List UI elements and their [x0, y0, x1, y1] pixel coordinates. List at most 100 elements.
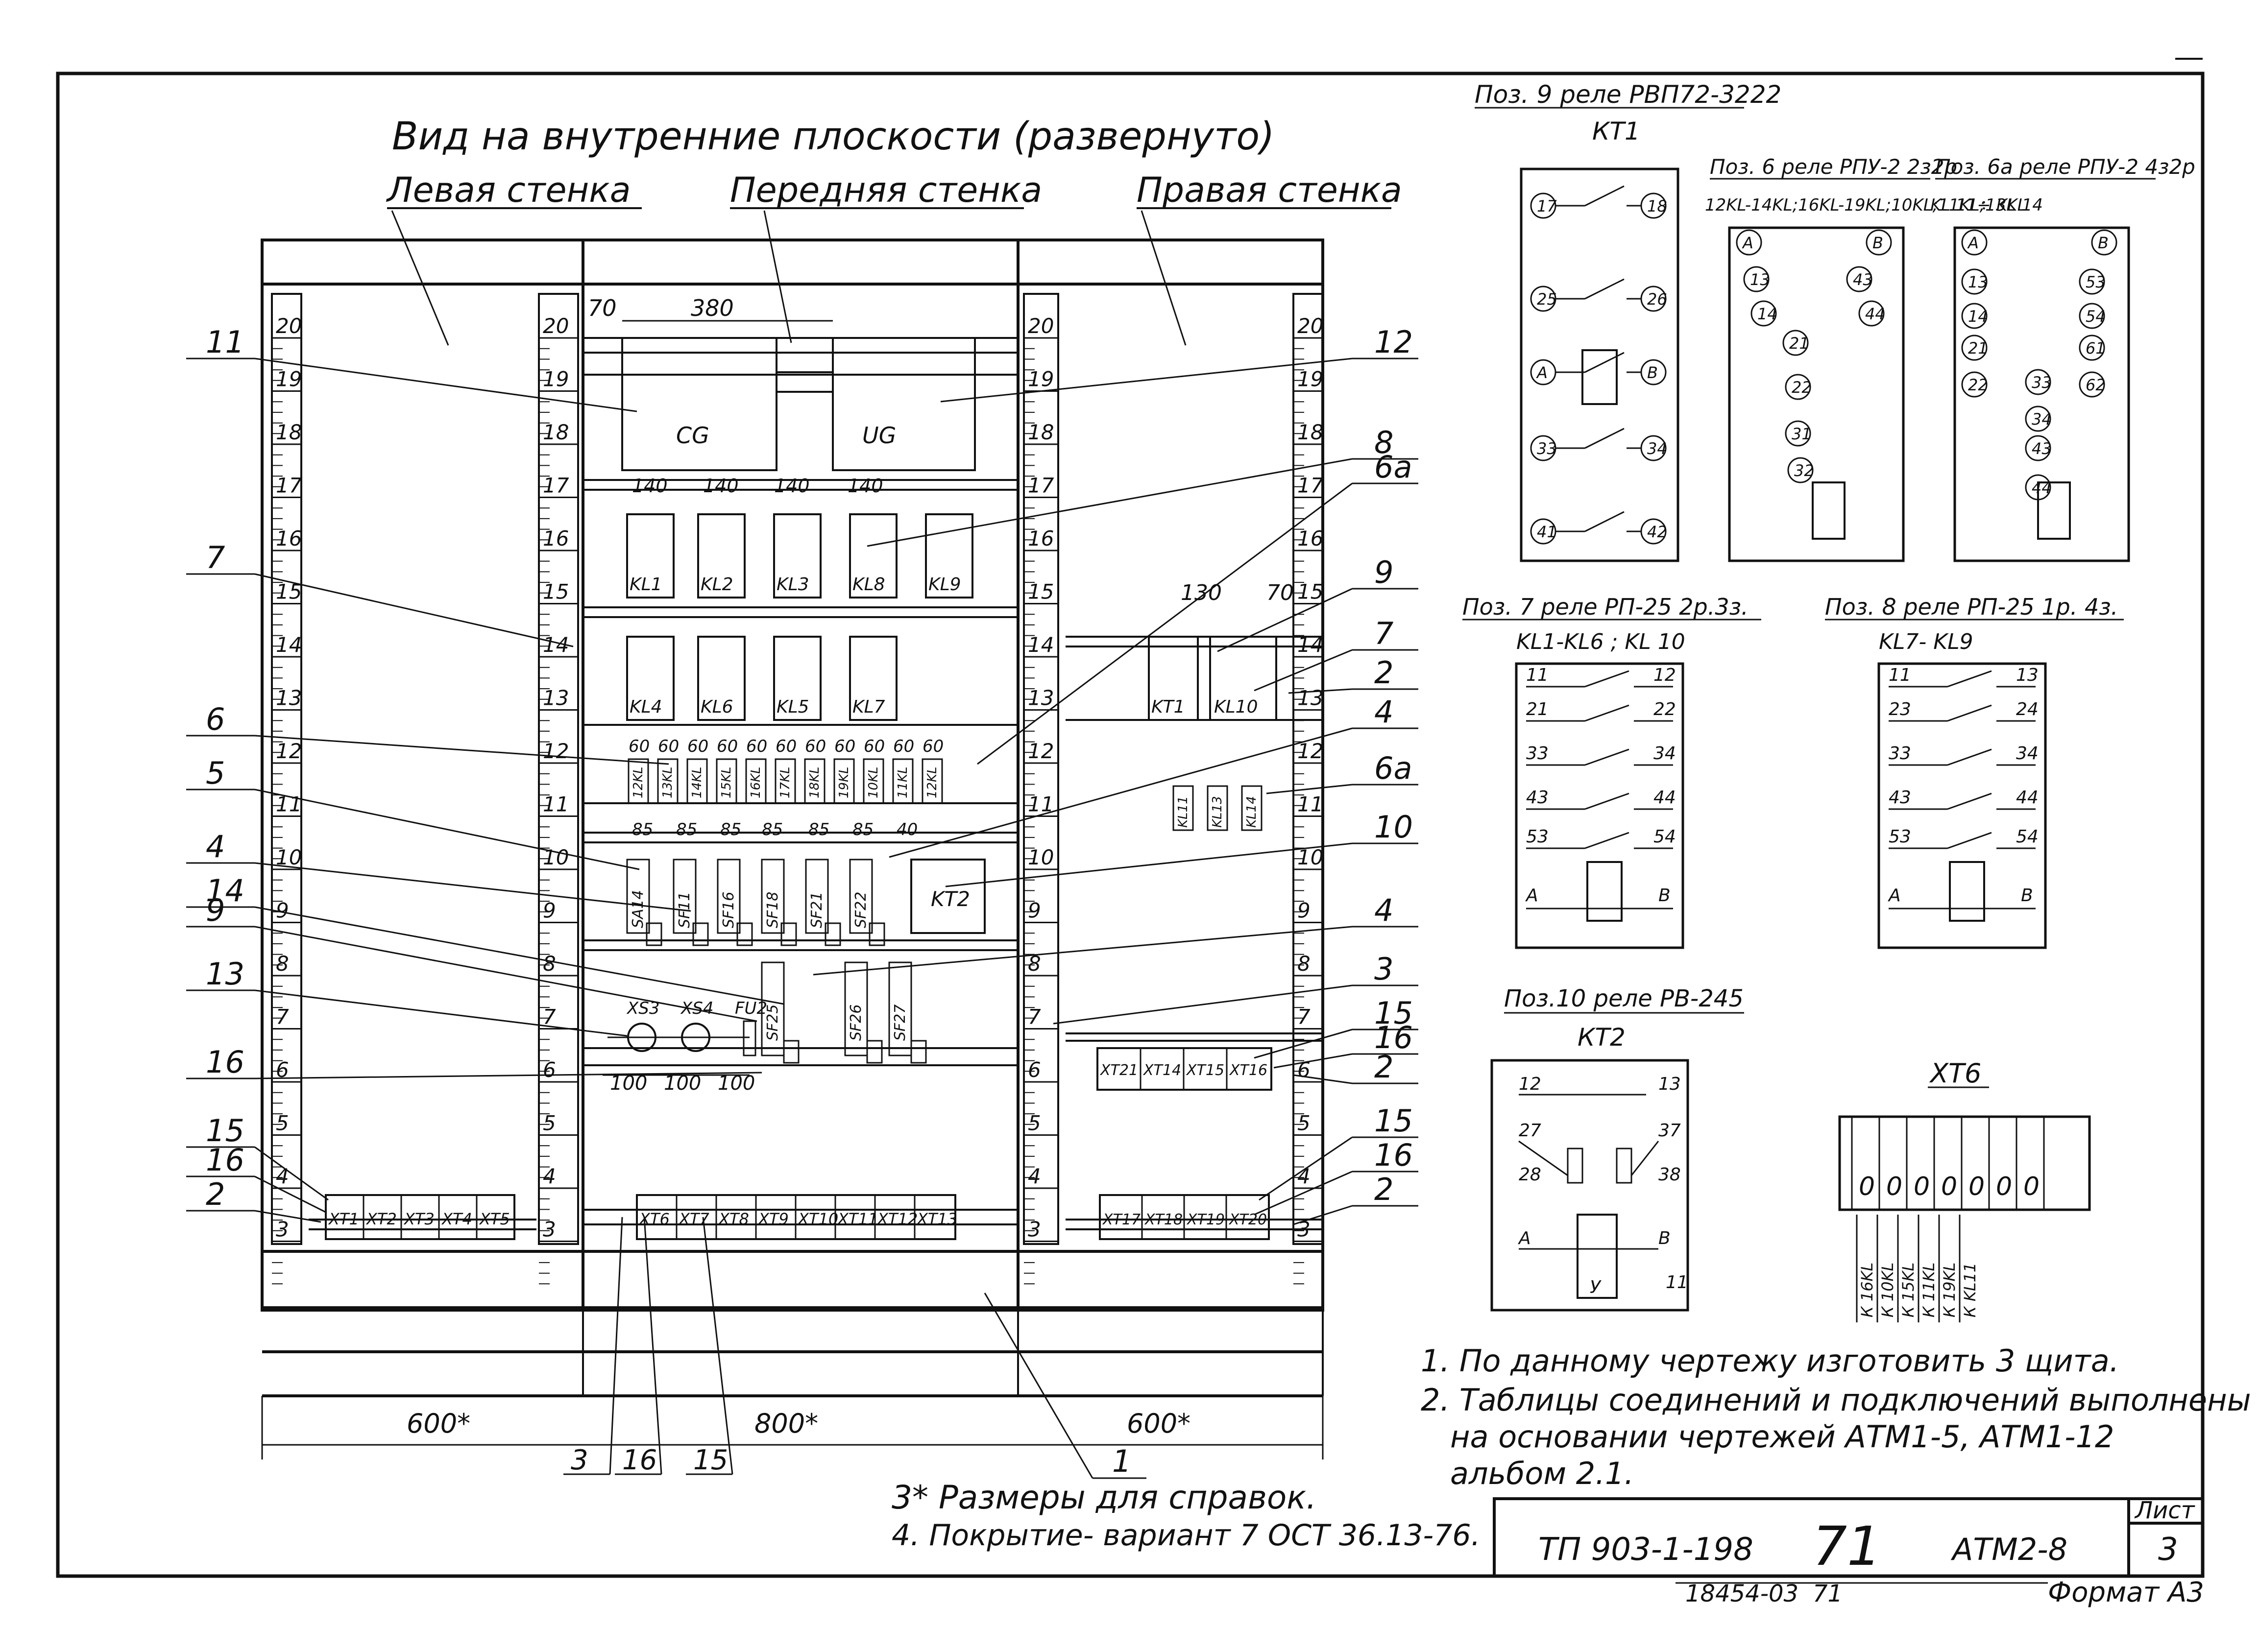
relay-title: Поз. 6 реле РПУ-2 2з2р: [1710, 155, 1957, 179]
contact-terminal: [1866, 229, 1892, 256]
contact-label: 13: [1750, 270, 1770, 289]
breaker-label: SF22: [852, 892, 870, 928]
contact-label: 22: [1653, 699, 1676, 719]
callout-number: 16: [1374, 1020, 1413, 1055]
contact-terminal: [1961, 268, 1988, 295]
callout-number: 15: [1374, 995, 1413, 1031]
callout-number: 13: [206, 956, 244, 992]
terminal-label: XT10: [797, 1210, 838, 1228]
contact-terminal: [2079, 303, 2105, 329]
dim-600-right: 600*: [1127, 1408, 1190, 1439]
relay-frame: [1520, 168, 1679, 562]
scale-mark: 7: [276, 1005, 289, 1029]
relay-coil: [2037, 481, 2071, 540]
label-left-wall: Левая стенка: [386, 170, 631, 210]
small-relay-label: 11KL: [896, 766, 910, 798]
small-relay-label: KL13: [1210, 796, 1225, 828]
dim-85: 85: [808, 820, 829, 839]
contact-label: 21: [1968, 339, 1988, 358]
label-right-wall: Правая стенка: [1137, 170, 1402, 210]
note-right-3: на основании чертежей АТМ1-5, АТМ1-12: [1450, 1419, 2114, 1455]
contact-label: 54: [2016, 827, 2039, 847]
callout-number: 2: [206, 1176, 225, 1212]
contact-label: 38: [1658, 1165, 1681, 1185]
relay-frame: [1490, 1059, 1689, 1312]
stamp-sheet-label: Лист: [2134, 1497, 2196, 1524]
relay-box: [925, 513, 973, 599]
line: [1288, 688, 1353, 694]
relay-box: [626, 636, 675, 721]
contact-block: [1567, 1148, 1583, 1184]
line: [889, 727, 1353, 858]
small-relay-label: KL11: [1176, 796, 1190, 828]
terminal-label: XT6: [638, 1210, 670, 1228]
socket-label: XS4: [680, 999, 714, 1018]
relay-box: [697, 636, 746, 721]
contact-label: B: [2021, 886, 2033, 906]
line: [1947, 748, 1992, 766]
scale-mark: 15: [1297, 580, 1323, 604]
breaker: [626, 859, 650, 934]
relay-coil: [1949, 861, 1985, 922]
contact-label: 11: [1666, 1272, 1688, 1293]
terminal-wire-label: К 19KL: [1940, 1263, 1959, 1317]
dim-85: 85: [762, 820, 783, 839]
small-relay: [1172, 785, 1194, 831]
contact-label: 31: [1792, 425, 1812, 443]
contact-label: 61: [2086, 339, 2106, 358]
line: [1584, 704, 1629, 722]
callout-number: 16: [206, 1142, 244, 1178]
terminal-label: XT8: [718, 1210, 749, 1228]
scale-mark: 4: [276, 1164, 289, 1188]
scale-mark: 12: [276, 739, 302, 763]
relay-name: КТ1: [1592, 117, 1640, 145]
contact-terminal: [1961, 371, 1988, 398]
terminal-wire-label: К KL11: [1961, 1263, 1979, 1317]
relay-subtitle: KL7- KL9: [1879, 629, 1973, 654]
scale-mark: 16: [276, 527, 302, 551]
small-relay: [922, 758, 943, 804]
terminal-zero: 0: [2023, 1172, 2040, 1201]
dim-85: 85: [720, 820, 741, 839]
scale-mark: 3: [1028, 1218, 1041, 1242]
kt2-label: KT2: [931, 887, 970, 911]
contact-block: [1616, 1148, 1632, 1184]
contact-label: 11: [1889, 665, 1911, 685]
scale-mark: 9: [276, 899, 289, 923]
callout-number: 11: [206, 324, 244, 360]
dim-100: 100: [718, 1072, 755, 1095]
relay-frame: [1515, 662, 1684, 949]
line: [1584, 792, 1629, 810]
terminal-label: XT13: [916, 1210, 957, 1228]
line: [254, 358, 637, 412]
callout-number: 8: [1374, 425, 1393, 460]
scale-mark: 8: [543, 952, 556, 976]
line: [867, 458, 1353, 547]
relay-label: KL6: [701, 697, 733, 717]
small-relay-label: 12KL: [925, 766, 940, 798]
scale-mark: 11: [543, 792, 569, 816]
callouts: 1176541491316151621286a97246a10431516215…: [186, 324, 1418, 1479]
scale-mark: 6: [1028, 1058, 1041, 1082]
contact-label: 32: [1794, 461, 1814, 480]
terminal-wire-label: К 11KL: [1919, 1263, 1938, 1317]
scale-mark: 17: [1028, 474, 1054, 498]
relay-box: [773, 636, 822, 721]
dim-100: 100: [610, 1072, 647, 1095]
relay-frame: [1728, 226, 1905, 562]
breaker-label: SF18: [764, 892, 781, 928]
dim-380: 380: [691, 295, 734, 321]
callout-number: 9: [206, 892, 225, 928]
dim-70b: 70: [1266, 580, 1294, 605]
fuse: [743, 1020, 756, 1056]
scale-mark: 11: [276, 792, 302, 816]
relay-label: KL7: [852, 697, 885, 717]
stamp-album: 71: [1813, 1515, 1881, 1578]
terminal-label: XT18: [1144, 1211, 1183, 1228]
terminal-zero: 0: [1886, 1172, 1902, 1201]
scale-mark: 10: [1028, 845, 1054, 869]
scale-mark: 12: [543, 739, 569, 763]
callout-number: 12: [1374, 324, 1413, 360]
